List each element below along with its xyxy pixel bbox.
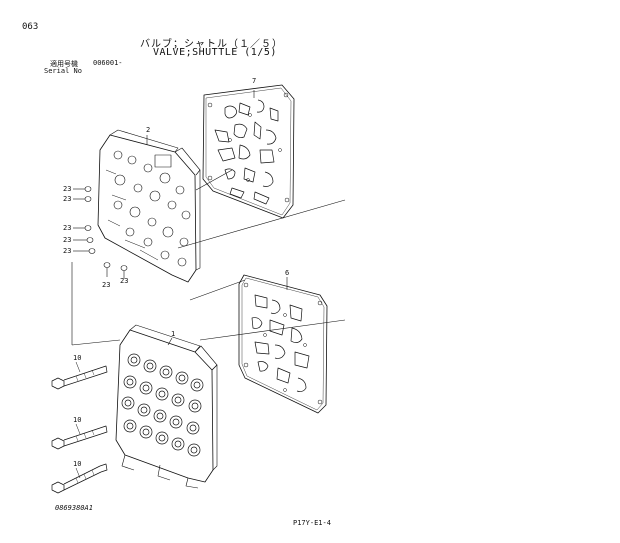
bolt-group	[51, 361, 108, 494]
plug-group	[73, 186, 128, 279]
bolt-bottom	[51, 463, 108, 494]
drawing-number: 0869380A1	[55, 504, 93, 512]
callout-plug: 23	[63, 236, 71, 244]
callout-plug: 23	[63, 195, 71, 203]
valve-body-upper	[97, 129, 201, 283]
title-english: VALVE;SHUTTLE (1/5)	[153, 47, 277, 58]
callout-plug: 23	[63, 185, 71, 193]
alignment-lines	[71, 90, 346, 346]
callout-plug: 23	[102, 281, 110, 289]
page-number: 063	[22, 22, 39, 32]
callout-block: 1	[171, 330, 175, 338]
bolt-top	[51, 365, 108, 390]
callout-plug: 23	[63, 224, 71, 232]
gasket-plate-middle	[238, 274, 328, 414]
callout-bolt: 10	[73, 460, 81, 468]
callout-labels: 7 2 6 1 23 23 23 23 23 23 23 10 10 10	[63, 77, 289, 468]
gasket-plate-top	[202, 84, 295, 219]
callout-bolt: 10	[73, 354, 81, 362]
callout-bolt: 10	[73, 416, 81, 424]
bolt-middle	[51, 425, 108, 450]
callout-gasket-top: 7	[252, 77, 256, 85]
callout-plug: 23	[120, 277, 128, 285]
valve-block-lower	[115, 324, 218, 489]
serial-label-english: Serial No	[44, 67, 82, 75]
callout-body: 2	[146, 126, 150, 134]
callout-gasket-middle: 6	[285, 269, 289, 277]
callout-plug: 23	[63, 247, 71, 255]
serial-code: 006001-	[93, 59, 123, 67]
title-japanese: バルブ；シャトル（１／５）	[140, 39, 283, 50]
reference-code: P17Y-E1-4	[293, 519, 331, 527]
serial-label-japanese: 適用号機	[50, 60, 78, 68]
